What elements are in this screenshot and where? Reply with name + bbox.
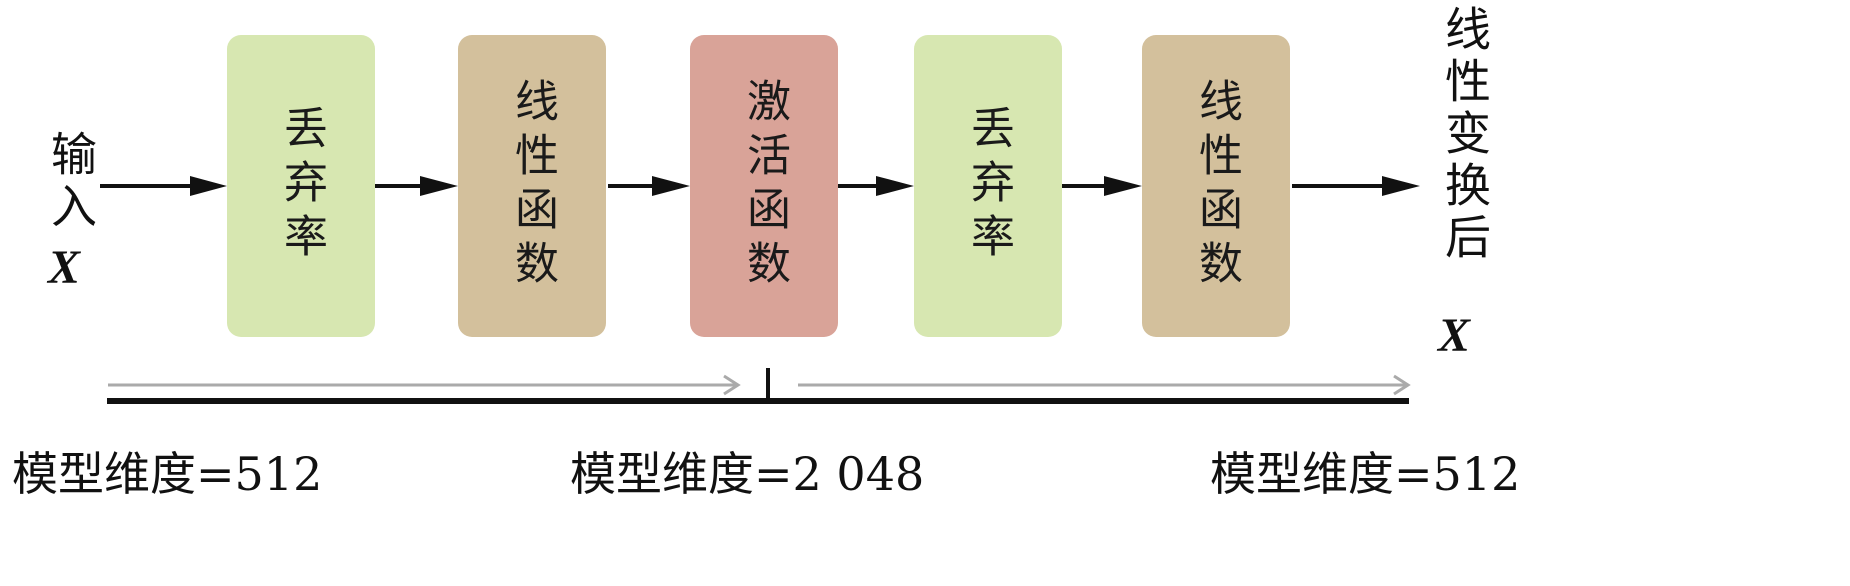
block-linear-2: 线性函数 bbox=[1142, 35, 1290, 337]
dimension-label-output: 模型维度=512 bbox=[1210, 447, 1521, 501]
dimension-label-hidden: 模型维度=2 048 bbox=[570, 447, 925, 501]
dimension-arrows bbox=[108, 374, 1411, 396]
block-label: 线性函数 bbox=[507, 78, 558, 294]
block-activation: 激活函数 bbox=[690, 35, 838, 337]
input-label: 输入 bbox=[44, 130, 98, 234]
block-linear-1: 线性函数 bbox=[458, 35, 606, 337]
block-label: 丢弃率 bbox=[276, 105, 327, 267]
block-label: 激活函数 bbox=[739, 78, 790, 294]
dimension-label-input: 模型维度=512 bbox=[12, 447, 323, 501]
block-label: 丢弃率 bbox=[963, 105, 1014, 267]
flow-arrows bbox=[100, 176, 1420, 196]
block-label: 线性函数 bbox=[1191, 78, 1242, 294]
block-dropout-2: 丢弃率 bbox=[914, 35, 1062, 337]
block-dropout-1: 丢弃率 bbox=[227, 35, 375, 337]
input-variable: X bbox=[48, 241, 81, 294]
output-label: 线性变换后 bbox=[1438, 5, 1492, 265]
output-variable: X bbox=[1438, 309, 1471, 362]
